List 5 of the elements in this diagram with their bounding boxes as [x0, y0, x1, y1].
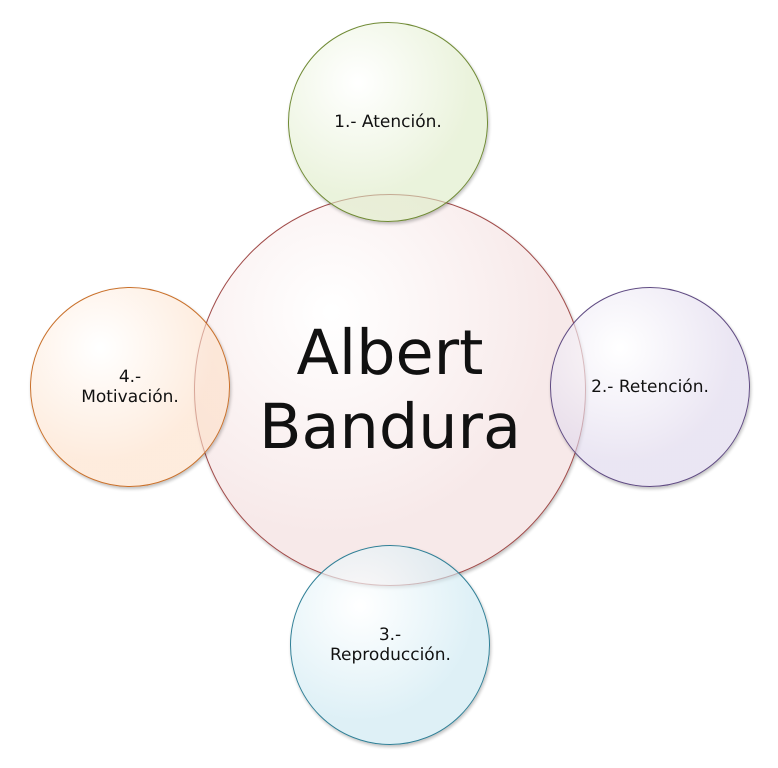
node-label: 3.- Reproducción.	[330, 624, 450, 666]
node-label: Albert Bandura	[258, 316, 522, 464]
node-label: 4.- Motivación.	[80, 366, 180, 408]
node-label: 1.- Atención.	[334, 112, 442, 132]
node-label: 2.- Retención.	[591, 376, 709, 398]
